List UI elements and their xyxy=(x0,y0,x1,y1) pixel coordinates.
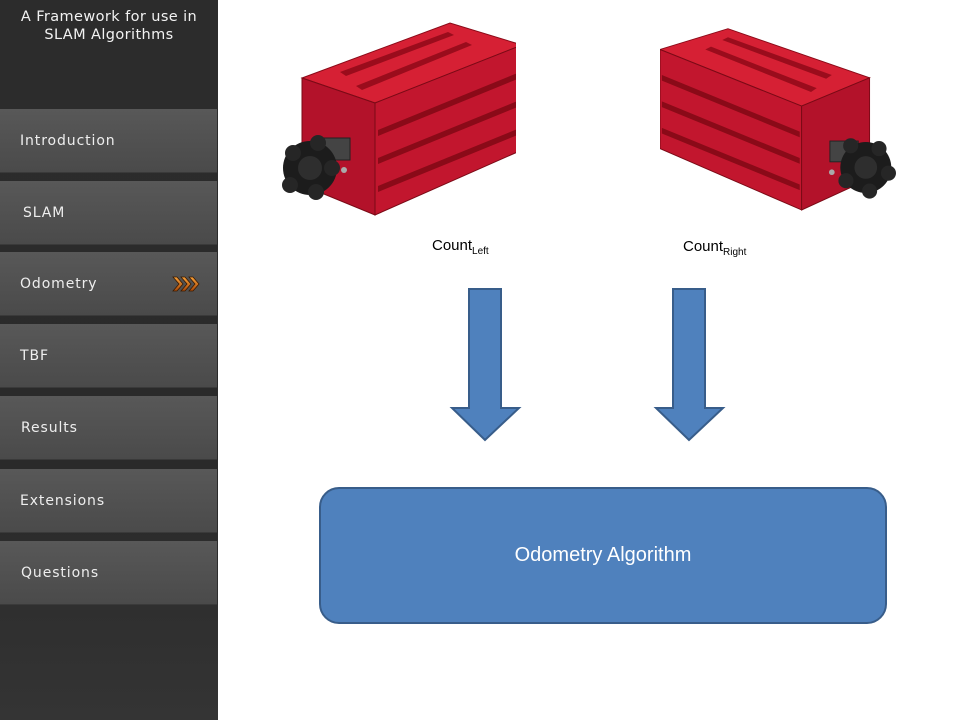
left-encoder-image xyxy=(282,22,516,216)
nav-item-odometry[interactable]: Odometry xyxy=(0,252,217,316)
nav-item-results[interactable]: Results xyxy=(0,396,217,460)
nav-item-questions[interactable]: Questions xyxy=(0,541,217,605)
count-left-subscript: Left xyxy=(472,246,489,257)
nav-item-label: Odometry xyxy=(20,276,98,292)
triple-chevron-right-icon xyxy=(172,276,200,292)
nav-item-tbf[interactable]: TBF xyxy=(0,324,217,388)
count-right-subscript: Right xyxy=(723,247,747,258)
nav-item-extensions[interactable]: Extensions xyxy=(0,469,217,533)
nav-item-label: TBF xyxy=(20,348,49,364)
count-left-main: Count xyxy=(432,237,473,254)
right-down-arrow xyxy=(653,288,726,442)
right-encoder-image xyxy=(660,28,896,211)
odometry-algorithm-box: Odometry Algorithm xyxy=(319,487,887,624)
count-right-label: CountRight xyxy=(683,238,747,258)
count-right-main: Count xyxy=(683,238,724,255)
left-down-arrow xyxy=(449,288,522,442)
sidebar: A Framework for use in SLAM Algorithms I… xyxy=(0,0,218,720)
count-left-label: CountLeft xyxy=(432,237,489,257)
title-line-2: SLAM Algorithms xyxy=(44,27,174,43)
presentation-title: A Framework for use in SLAM Algorithms xyxy=(0,8,218,44)
nav-item-label: Introduction xyxy=(20,133,116,149)
nav-item-label: Questions xyxy=(21,565,100,581)
nav-item-label: Extensions xyxy=(20,493,106,509)
nav-item-label: SLAM xyxy=(23,205,66,221)
nav-item-introduction[interactable]: Introduction xyxy=(0,109,217,173)
nav-item-label: Results xyxy=(21,420,78,436)
title-line-1: A Framework for use in xyxy=(20,9,198,25)
nav-item-slam[interactable]: SLAM xyxy=(0,181,217,245)
odometry-algorithm-label: Odometry Algorithm xyxy=(514,544,692,566)
